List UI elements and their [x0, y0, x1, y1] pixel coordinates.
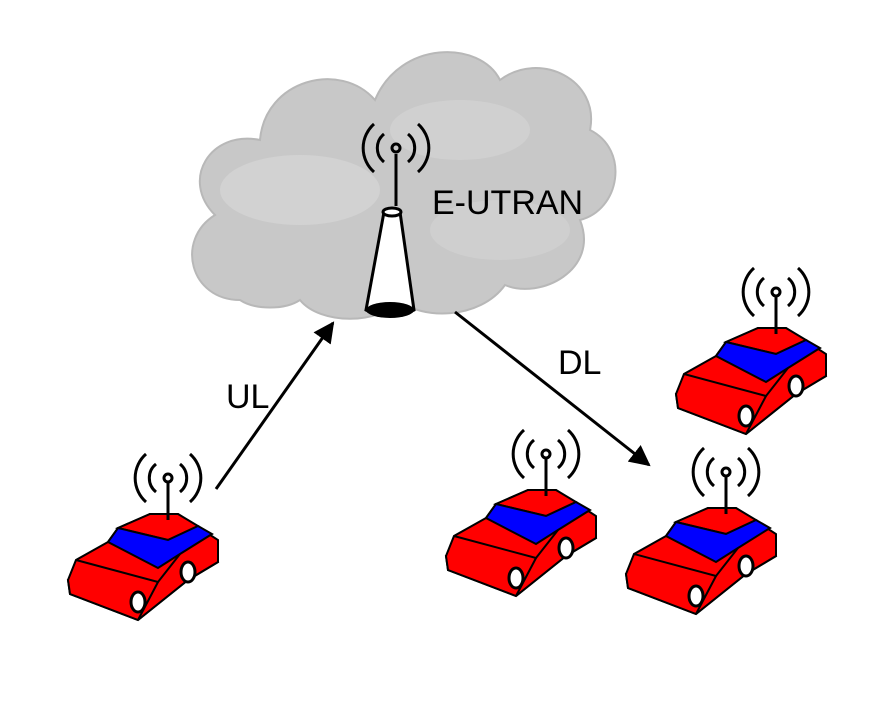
- network-label: E-UTRAN: [432, 184, 583, 222]
- base-station-icon: [361, 122, 431, 318]
- uplink-arrow: [214, 321, 335, 490]
- car-icon: [624, 446, 778, 616]
- car-icon: [66, 452, 220, 622]
- downlink-label: DL: [558, 344, 601, 382]
- car-icon: [444, 428, 598, 598]
- uplink-label: UL: [226, 378, 269, 416]
- car-icon: [674, 266, 828, 436]
- downlink-arrow: [454, 310, 651, 467]
- cloud-icon: [191, 51, 617, 320]
